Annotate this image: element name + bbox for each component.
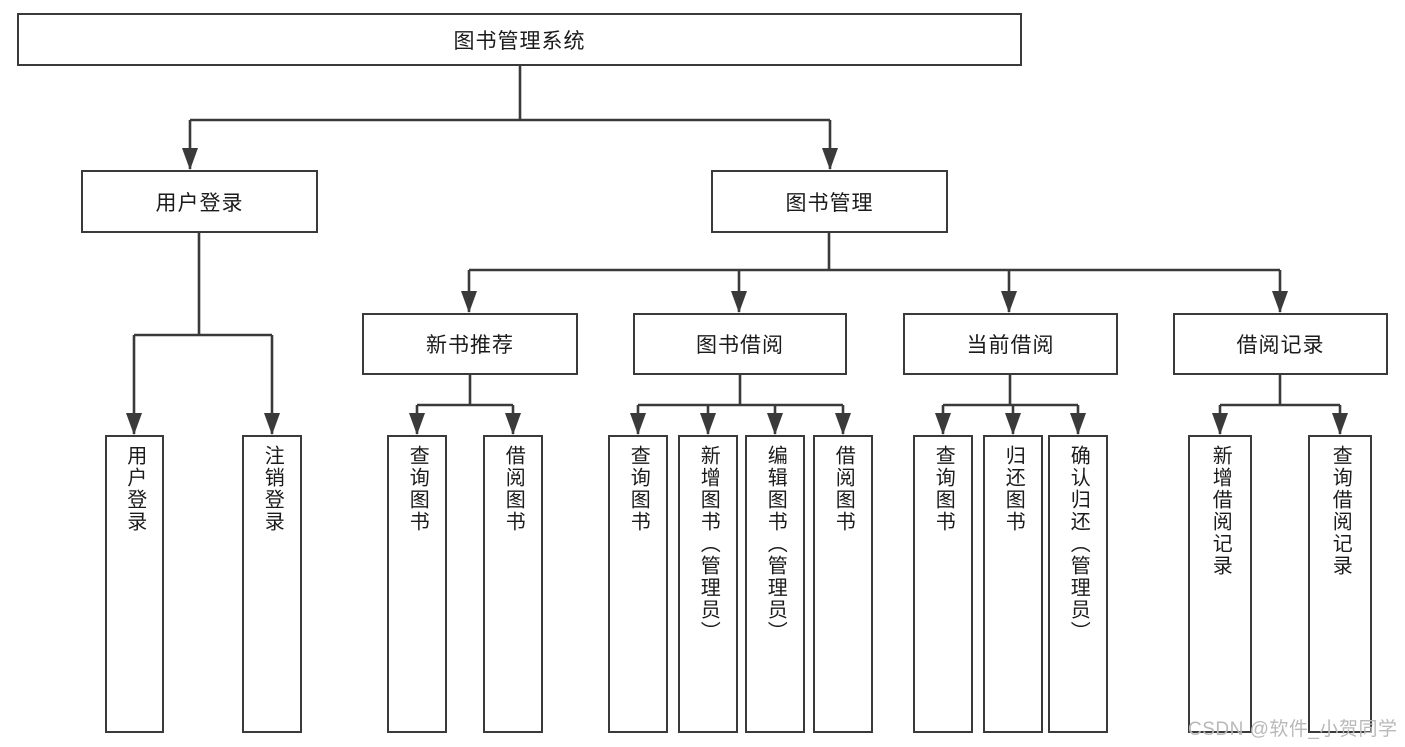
arrowhead-icon — [700, 413, 716, 435]
node-label: 新增图书（管理员） — [697, 445, 720, 643]
node-label: 图书管理 — [785, 191, 874, 215]
arrowhead-icon — [126, 413, 142, 435]
arrowhead-icon — [731, 291, 747, 313]
node-root: 图书管理系统 — [17, 13, 1022, 66]
node-leaf_query_book_rec: 查询图书 — [387, 435, 447, 733]
node-label: 新增借阅记录 — [1209, 445, 1232, 577]
node-label: 查询图书 — [932, 445, 955, 533]
node-label: 确认归还（管理员） — [1067, 445, 1090, 643]
node-label: 用户登录 — [123, 445, 146, 533]
arrowhead-icon — [935, 413, 951, 435]
node-leaf_edit_book: 编辑图书（管理员） — [745, 435, 805, 733]
node-label: 当前借阅 — [966, 334, 1055, 357]
node-leaf_query_record: 查询借阅记录 — [1308, 435, 1372, 733]
arrowhead-icon — [767, 413, 783, 435]
arrowhead-icon — [1001, 291, 1017, 313]
node-leaf_user_logout: 注销登录 — [242, 435, 302, 733]
node-label: 查询图书 — [627, 445, 650, 533]
watermark-text: CSDN @软件_小贺同学 — [1188, 719, 1398, 740]
node-leaf_query_book_cur: 查询图书 — [913, 435, 973, 733]
arrowhead-icon — [264, 413, 280, 435]
node-label: 图书借阅 — [696, 334, 784, 357]
node-leaf_query_book: 查询图书 — [608, 435, 668, 733]
arrowhead-icon — [822, 148, 838, 170]
arrowhead-icon — [505, 413, 521, 435]
node-label: 借阅图书 — [502, 445, 525, 533]
arrowhead-icon — [1070, 413, 1086, 435]
arrowhead-icon — [835, 413, 851, 435]
node-label: 查询图书 — [406, 445, 429, 533]
node-new_book_rec: 新书推荐 — [362, 313, 578, 375]
node-label: 查询借阅记录 — [1329, 445, 1352, 577]
arrowhead-icon — [409, 413, 425, 435]
arrowhead-icon — [1005, 413, 1021, 435]
node-leaf_user_login: 用户登录 — [105, 435, 164, 733]
arrowhead-icon — [1332, 413, 1348, 435]
node-leaf_borrow_book_rec: 借阅图书 — [483, 435, 543, 733]
node-label: 借阅记录 — [1236, 334, 1325, 357]
node-leaf_return_book: 归还图书 — [983, 435, 1043, 733]
node-label: 新书推荐 — [426, 334, 514, 357]
node-label: 编辑图书（管理员） — [764, 445, 787, 643]
arrowhead-icon — [630, 413, 646, 435]
arrowhead-icon — [1272, 291, 1288, 313]
node-label: 用户登录 — [155, 191, 244, 215]
arrowhead-icon — [1212, 413, 1228, 435]
node-label: 注销登录 — [261, 445, 284, 533]
node-borrow_record: 借阅记录 — [1173, 313, 1388, 375]
node-user_login: 用户登录 — [81, 170, 318, 233]
node-leaf_confirm_return: 确认归还（管理员） — [1048, 435, 1108, 733]
node-leaf_borrow_book: 借阅图书 — [813, 435, 873, 733]
node-label: 归还图书 — [1002, 445, 1025, 533]
node-book_borrow: 图书借阅 — [633, 313, 847, 375]
node-current_borrow: 当前借阅 — [903, 313, 1118, 375]
node-leaf_add_book: 新增图书（管理员） — [678, 435, 738, 733]
node-leaf_add_record: 新增借阅记录 — [1188, 435, 1252, 733]
arrowhead-icon — [461, 291, 477, 313]
node-label: 图书管理系统 — [453, 29, 586, 53]
arrowhead-icon — [182, 148, 198, 170]
node-label: 借阅图书 — [832, 445, 855, 533]
node-book_mgmt: 图书管理 — [711, 170, 948, 233]
